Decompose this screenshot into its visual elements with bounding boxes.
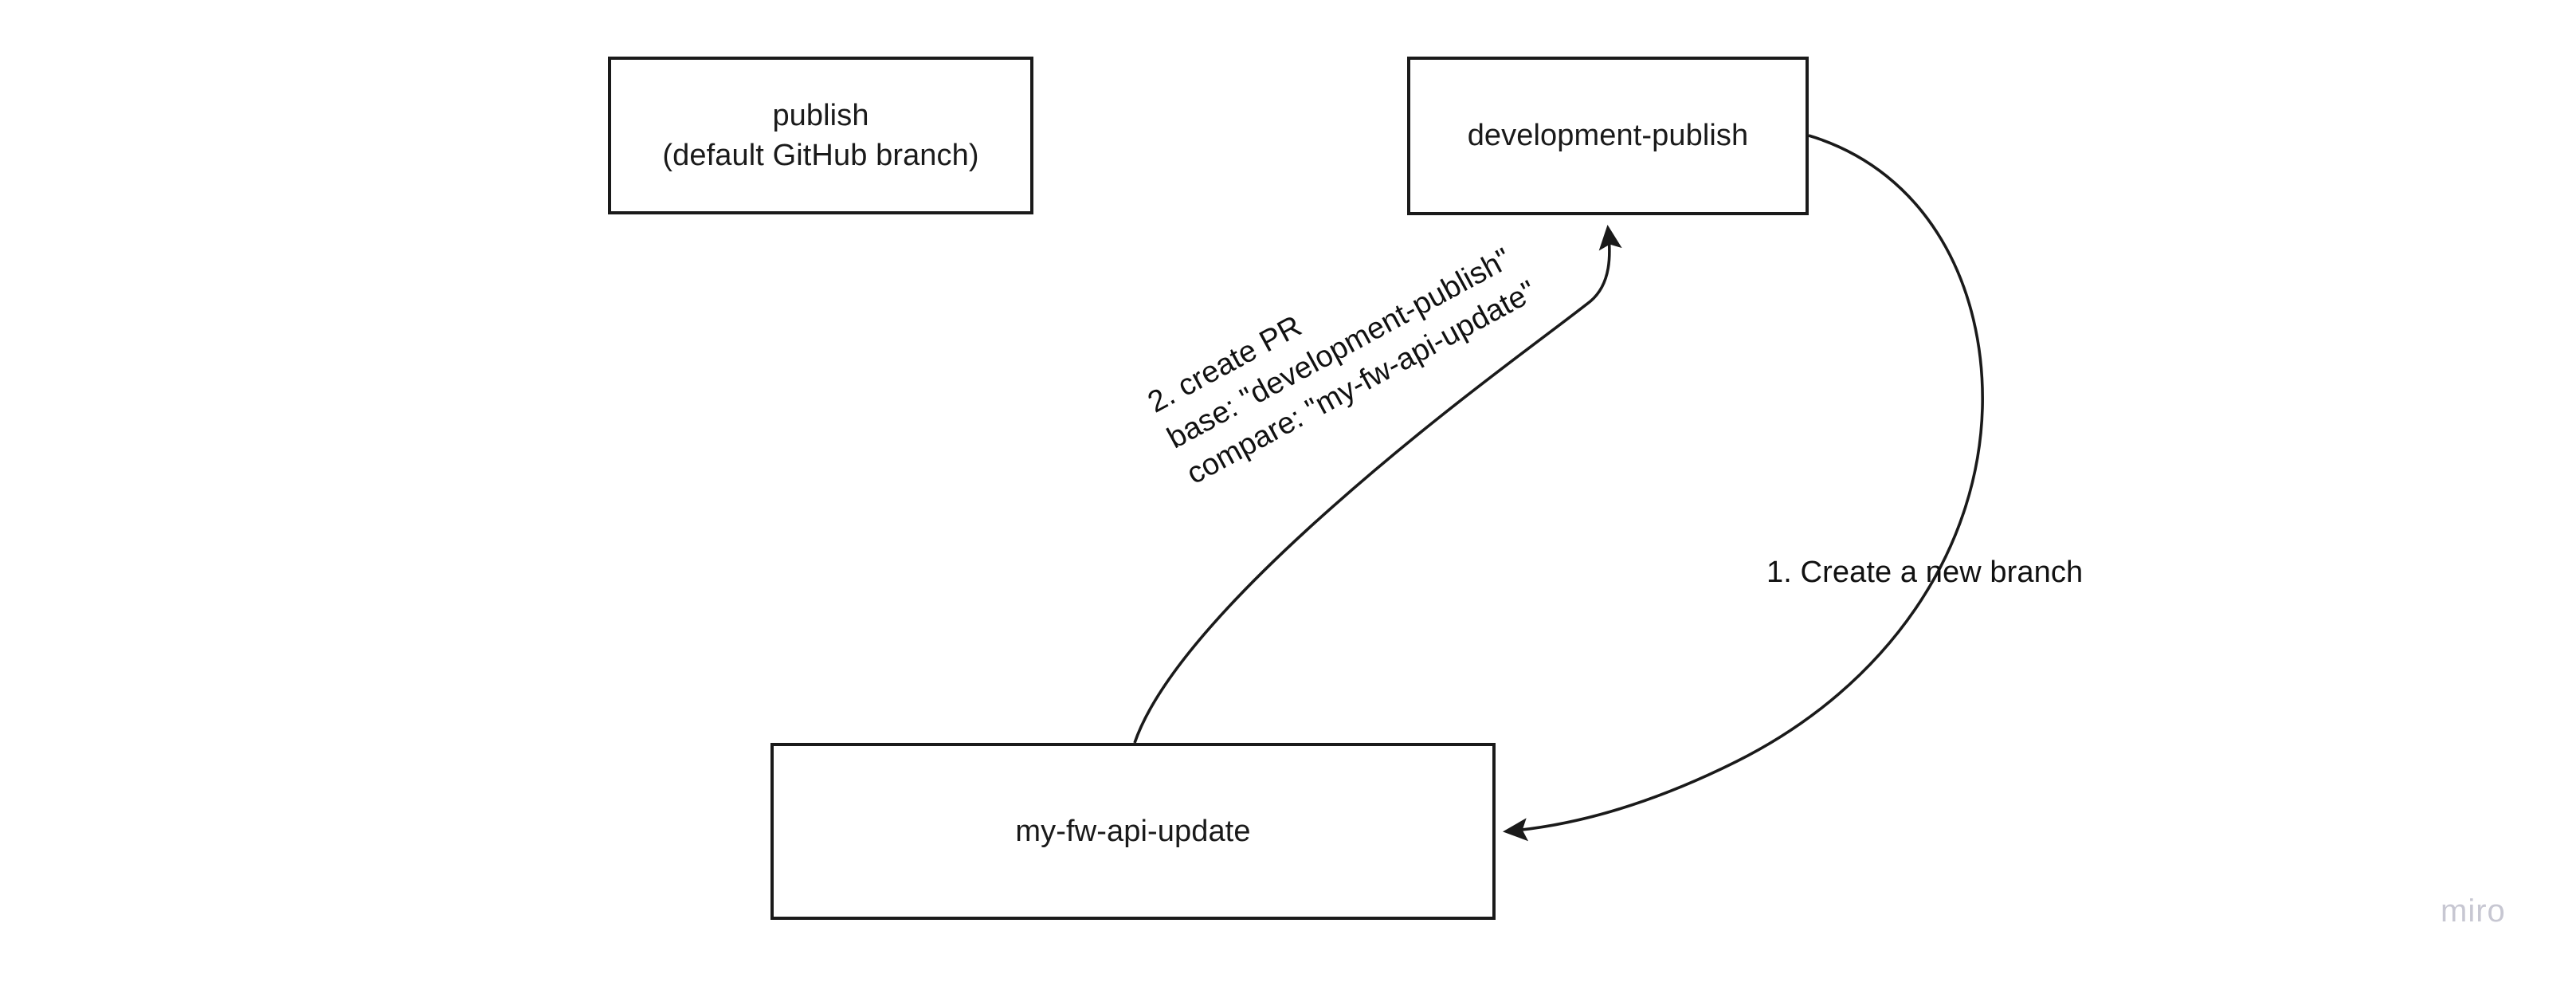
edge-label-create-pr[interactable]: 2. create PR base: "development-publish"… bbox=[1142, 242, 1543, 491]
edge-label-create-branch[interactable]: 1. Create a new branch bbox=[1766, 556, 2084, 589]
edge-create-branch-path bbox=[1502, 134, 1984, 842]
node-development-publish-label: development-publish bbox=[1467, 119, 1749, 153]
node-publish[interactable]: publish (default GitHub branch) bbox=[608, 57, 1033, 214]
miro-watermark: miro bbox=[2441, 894, 2506, 929]
node-my-fw-api-update-label: my-fw-api-update bbox=[1015, 814, 1251, 848]
node-development-publish[interactable]: development-publish bbox=[1407, 57, 1809, 215]
node-publish-label: publish (default GitHub branch) bbox=[662, 98, 979, 172]
node-my-fw-api-update[interactable]: my-fw-api-update bbox=[770, 743, 1496, 920]
